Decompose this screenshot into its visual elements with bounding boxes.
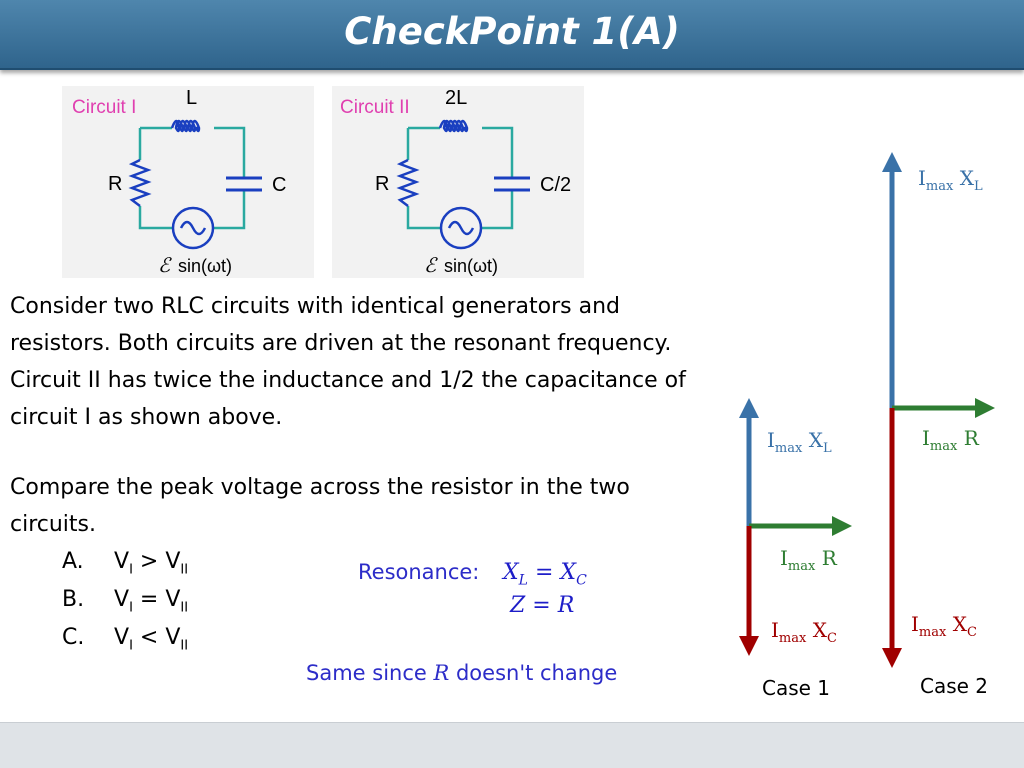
case-1-label: Case 1 bbox=[762, 676, 831, 700]
case-2-label: Case 2 bbox=[920, 674, 989, 698]
choice-expression: VI > VII bbox=[114, 549, 189, 578]
circuit-1-capacitor-label: C bbox=[272, 174, 286, 196]
circuit-1-inductor-label: L bbox=[186, 87, 197, 109]
case-2-xc-label: Imax XC bbox=[911, 612, 977, 640]
case-1-xl-label: Imax XL bbox=[767, 428, 832, 456]
circuit-2: Circuit II 2L R C/2 ℰ sin(ωt) bbox=[340, 87, 571, 277]
circuit-1: Circuit I L R C ℰ sin(ωt) bbox=[72, 87, 286, 277]
answer-explanation: Same since R doesn't change bbox=[306, 661, 618, 685]
case-2-r-label: Imax R bbox=[922, 426, 979, 454]
resonance-equation-2: Z = R bbox=[510, 593, 575, 618]
circuit-2-capacitor-label: C/2 bbox=[540, 174, 571, 196]
resonance-equation-1: XL = XC bbox=[503, 560, 587, 589]
title-bar: CheckPoint 1(A) bbox=[0, 0, 1024, 70]
circuit-1-name: Circuit I bbox=[72, 97, 136, 118]
choice-letter: C. bbox=[62, 625, 85, 650]
circuit-1-source-label: sin(ωt) bbox=[178, 256, 232, 276]
inductor-2-coil bbox=[438, 119, 469, 133]
question-paragraph-2: Compare the peak voltage across the resi… bbox=[10, 475, 630, 537]
circuit-2-resistor-label: R bbox=[375, 173, 389, 195]
case-1-xc-label: Imax XC bbox=[771, 618, 837, 646]
circuit-2-source-label: sin(ωt) bbox=[444, 256, 498, 276]
resistor-2 bbox=[396, 158, 420, 207]
case-1-r-label: Imax R bbox=[780, 546, 837, 574]
resistor-1 bbox=[128, 158, 152, 207]
circuit-1-background bbox=[62, 86, 314, 278]
choice-letter: A. bbox=[62, 549, 84, 574]
footer-bar bbox=[0, 722, 1024, 768]
choice-expression: VI < VII bbox=[114, 625, 189, 654]
circuit-1-resistor-label: R bbox=[108, 173, 122, 195]
choice-letter: B. bbox=[62, 587, 85, 612]
circuit-2-inductor-label: 2L bbox=[445, 87, 467, 109]
case-2-xl-label: Imax XL bbox=[918, 166, 983, 194]
slide-title: CheckPoint 1(A) bbox=[344, 10, 680, 53]
choice-expression: VI = VII bbox=[114, 587, 189, 616]
circuit-diagrams: Circuit I L R C ℰ sin(ωt) Circuit II 2L … bbox=[72, 87, 571, 277]
circuit-2-name: Circuit II bbox=[340, 97, 410, 118]
resonance-label: Resonance: bbox=[358, 560, 480, 584]
svg-text:ℰ: ℰ bbox=[158, 253, 172, 277]
question-paragraph-1: Consider two RLC circuits with identical… bbox=[10, 294, 686, 430]
inductor-1-coil bbox=[170, 119, 201, 133]
svg-text:ℰ: ℰ bbox=[424, 253, 438, 277]
circuit-2-background bbox=[332, 86, 584, 278]
